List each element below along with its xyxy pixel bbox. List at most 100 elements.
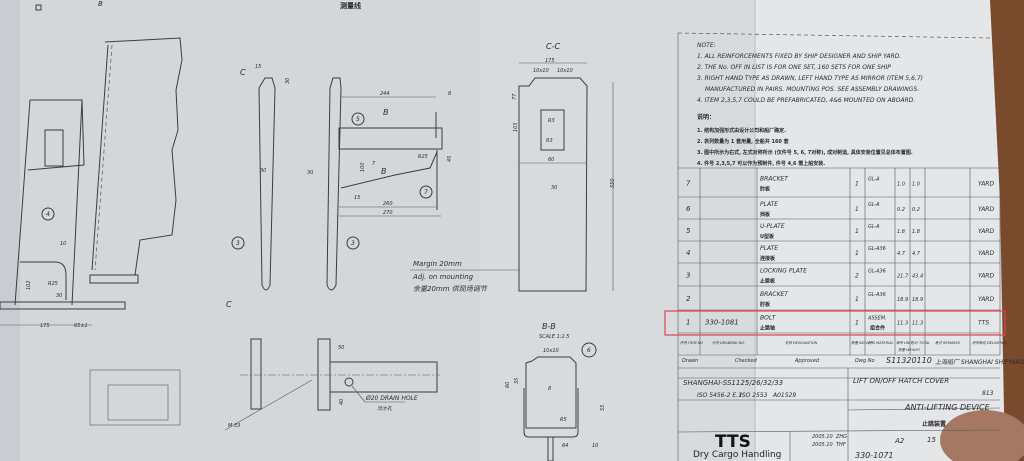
dwg-no: S11320110	[886, 356, 932, 365]
header-item: 序号 ITEM NO	[680, 341, 703, 345]
unit-weight: 1.8	[897, 229, 905, 235]
dim-thickness: 30	[307, 170, 313, 176]
dim-15: 15	[354, 195, 360, 201]
material: GL-A	[868, 224, 880, 230]
quantity: 1	[855, 181, 859, 188]
header-total: 总计 TOTAL	[911, 341, 930, 345]
dim-r25: R25	[418, 154, 428, 160]
header-drawing_no: 代号 DRAWING NO.	[712, 341, 745, 345]
notes-block: NOTE: 1. ALL REINFORCEMENTS FIXED BY SHI…	[677, 32, 991, 461]
balloon-6: 6	[587, 347, 591, 354]
material: GL-A36	[868, 269, 886, 275]
tts-logo: TTS	[715, 432, 751, 452]
dim-chamfer-left: 10x10	[533, 68, 549, 74]
drain-hole-label: Ø20 DRAIN HOLE	[365, 395, 418, 402]
section-marker-b: B	[98, 0, 103, 8]
part-name: PLATE	[760, 201, 778, 208]
margin-note: Margin 20mm Adj. on mounting 余量20mm 供现场调…	[410, 260, 520, 293]
dim-thickness: 30	[551, 185, 557, 191]
item-no: 5	[686, 227, 691, 235]
dim-chamfer: 10x10	[543, 348, 559, 354]
drain-ref: M 33	[228, 423, 240, 429]
item-no: 4	[686, 249, 690, 257]
dim-102: 102	[26, 280, 32, 290]
section-b-marker: B	[383, 108, 389, 117]
delivery: YARD	[978, 206, 994, 213]
unit-weight: 18.9	[897, 297, 908, 303]
note-cn-4: 4. 件号 2,3,5,7 可以作为预制件, 件号 4,6 需上船安装.	[697, 160, 825, 167]
delivery: YARD	[978, 181, 994, 188]
dim-40: 40	[339, 399, 345, 405]
section-c-marker-top: C	[240, 68, 246, 77]
section-title-b-b: B-B	[542, 322, 556, 331]
dim-thickness: 8	[548, 386, 551, 392]
part-name-cn: 连接板	[760, 255, 776, 262]
note-cn-2: 2. 表列数量为 1 套用量, 全船共 160 套	[697, 138, 789, 145]
header-remarks: 备注 REMARKS	[935, 341, 961, 345]
header-delivery: 供货单位 DELIVERED	[972, 341, 1007, 345]
drawn-date: 2005.10	[812, 434, 833, 440]
checked-label: Checked	[735, 358, 757, 364]
material: GL-A36	[868, 292, 886, 298]
dim-r3-a: R3	[548, 118, 555, 124]
drain-hole-view: 50 40 Ø20 DRAIN HOLE 流水孔 M 33	[224, 338, 440, 431]
dim-77: 77	[512, 93, 518, 100]
dim-55: 55	[600, 405, 606, 411]
unit-weight: 11.3	[897, 321, 908, 327]
note-1: 1. ALL REINFORCEMENTS FIXED BY SHIP DESI…	[697, 53, 901, 60]
part-name-cn: 挡板	[759, 211, 771, 218]
drawn-label: Drawn	[682, 358, 698, 364]
approved-label: Approved	[794, 358, 820, 364]
title-block: Drawn Checked Approved Dwg No S11320110 …	[677, 356, 1024, 461]
part-name-cn: 肘板	[760, 186, 771, 193]
highlight-box	[664, 310, 1006, 336]
part-name-cn: U型板	[760, 233, 775, 240]
unit-weight: 1.0	[897, 182, 905, 188]
section-c-marker-bottom: C	[226, 300, 232, 309]
dim-550: 550	[610, 178, 616, 188]
material: GL-A	[868, 202, 880, 208]
designation: ANTI-LIFTING DEVICE	[904, 403, 991, 412]
note-3: 3. RIGHT HAND TYPE AS DRAWN, LEFT HAND T…	[697, 75, 923, 82]
designation-cn: 止跳装置	[922, 420, 946, 428]
dim-7: 7	[372, 161, 376, 167]
general-tolerance: A01529	[772, 392, 796, 399]
dim-10: 10	[592, 443, 598, 449]
notes-title: NOTE:	[697, 42, 716, 49]
iso-projection: ISO 5456-2 E.1	[697, 392, 742, 399]
unit-weight: 0.2	[897, 207, 905, 213]
header-weight: 重量 WEIGHT	[898, 348, 921, 352]
header-unit: 单件 UNIT	[896, 341, 913, 345]
measure-line-label: 测量线	[340, 1, 361, 10]
quantity: 1	[855, 320, 859, 327]
part-name: LOCKING PLATE	[760, 268, 807, 275]
header-name: 名称 DESIGNATION	[785, 341, 818, 345]
section-title-c-c: C-C	[546, 42, 560, 51]
delivery: YARD	[978, 228, 994, 235]
dim-35: 35	[514, 378, 520, 384]
dim-244: 244	[380, 91, 390, 97]
dim-175: 175	[40, 323, 50, 329]
dim-100: 100	[360, 162, 366, 172]
item-no: 3	[686, 272, 690, 280]
part-name: BRACKET	[760, 291, 789, 298]
dim-r25: R25	[48, 281, 58, 287]
section-scale: SCALE 1:2.5	[539, 334, 569, 340]
item-no: 7	[686, 180, 691, 188]
dim-8: 8	[448, 91, 451, 97]
sheet-size: A2	[894, 437, 905, 445]
margin-note-line2: Adj. on mounting	[412, 273, 474, 281]
item-no: 6	[686, 205, 691, 213]
iso-weld: ISO 2553	[740, 392, 768, 399]
balloon-4: 4	[46, 211, 50, 218]
quantity: 1	[855, 206, 859, 213]
dim-10: 10	[60, 241, 66, 247]
assembly-view: 4 10 102 R25 30 175 65±1	[0, 4, 183, 426]
dim-chamfer-right: 10x10	[557, 68, 573, 74]
